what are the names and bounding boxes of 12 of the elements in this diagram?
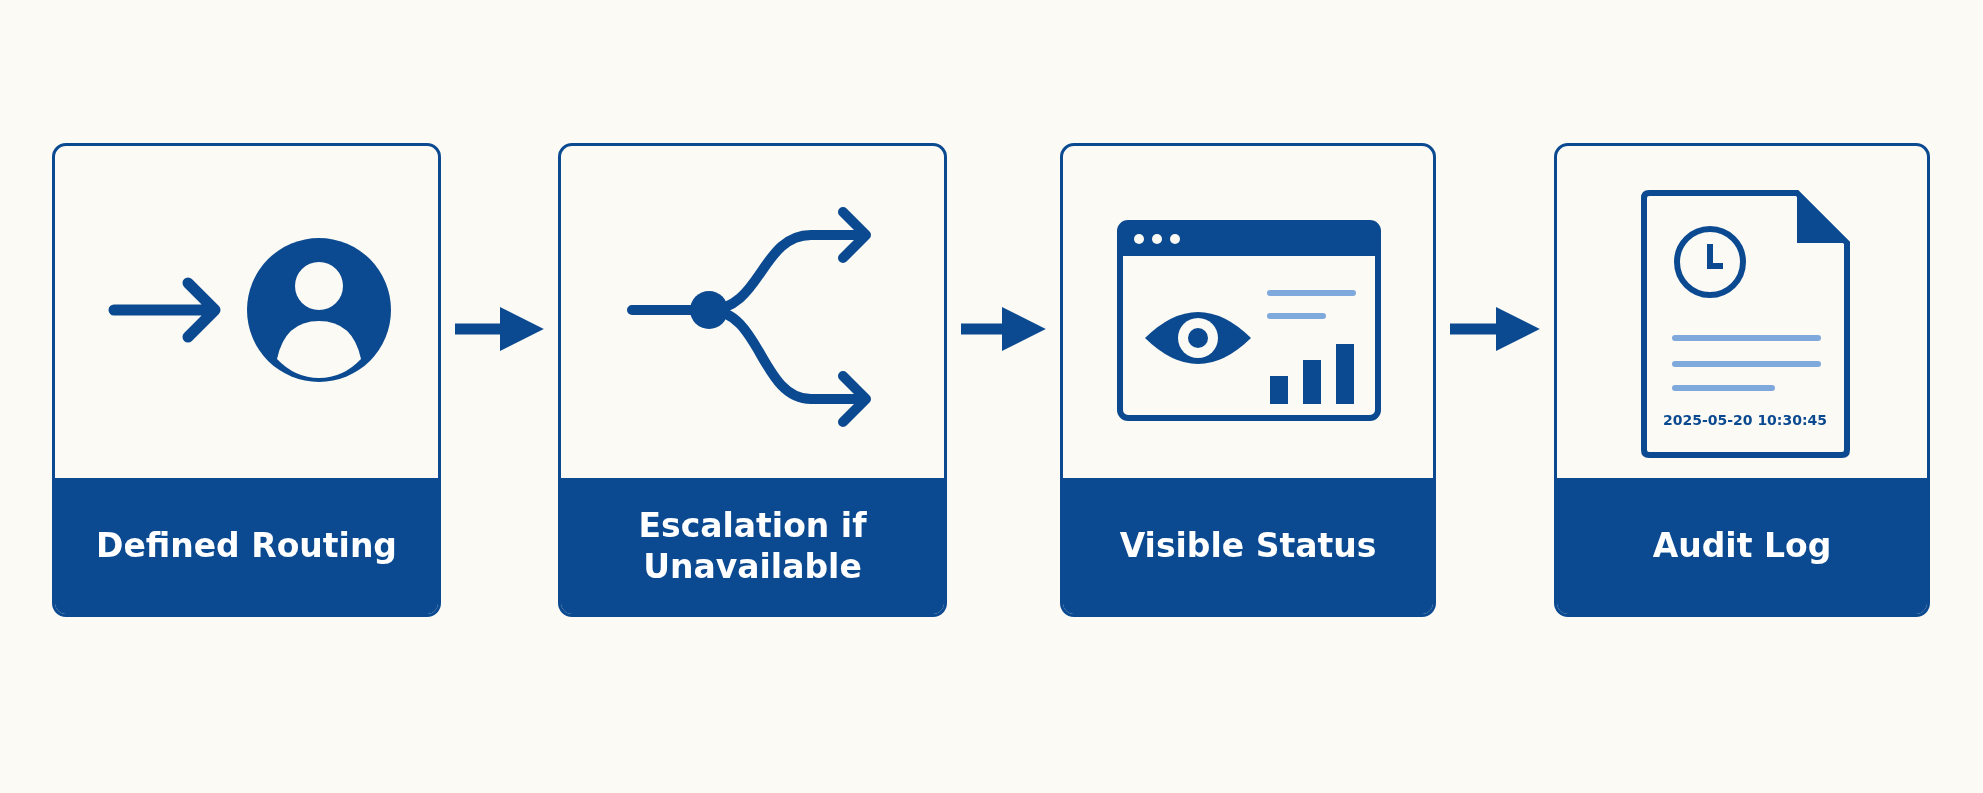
step-title: Defined Routing	[96, 525, 397, 567]
step-title: Audit Log	[1652, 525, 1832, 567]
arrow	[455, 307, 544, 351]
step-card	[52, 143, 441, 617]
step-card	[1060, 143, 1436, 617]
arrow	[1450, 307, 1540, 351]
step-title: Visible Status	[1119, 525, 1377, 567]
arrow	[961, 307, 1046, 351]
timestamp: 2025-05-20 10:30:45	[1661, 412, 1829, 428]
step-card	[1554, 143, 1930, 617]
step-title: Escalation if Unavailable	[637, 504, 868, 588]
step-card	[558, 143, 947, 617]
